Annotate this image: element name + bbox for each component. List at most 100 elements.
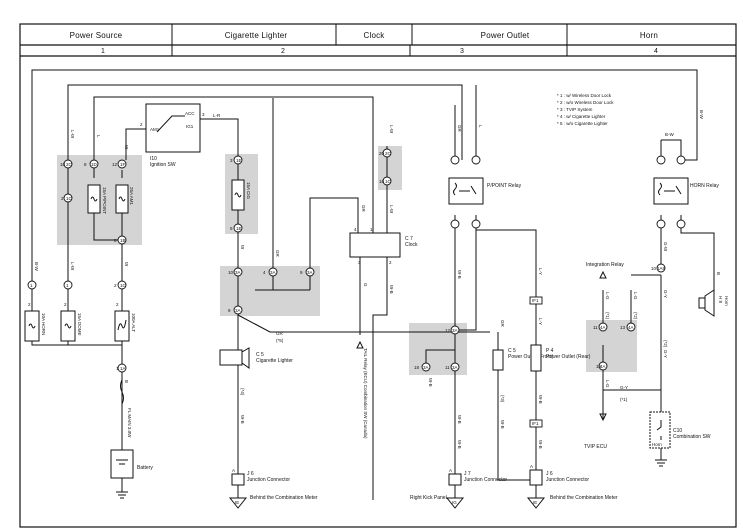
pin-number: 16 (60, 162, 66, 167)
wire-color: G-Y (663, 350, 668, 358)
pin-number: 16 (379, 179, 385, 184)
junction-connector-j7: J 7 Junction Connector IG Right Kick Pan… (410, 471, 507, 509)
wire-color: L (478, 125, 483, 128)
component-id: H 8 (718, 296, 723, 304)
fuse-label: 15A CIG (246, 182, 251, 200)
wire-color: W-B (538, 395, 543, 404)
wire-color: GR (275, 250, 280, 258)
connector-label: 2C (66, 162, 73, 167)
connector-label: 1 (66, 283, 69, 288)
connector-label: 3A (307, 270, 313, 275)
component-id: J 7 (464, 471, 471, 477)
pin-number: A (232, 468, 235, 473)
pin-number: 3 (202, 112, 205, 117)
wire-color: G (363, 283, 368, 287)
pin-number: 3 (358, 260, 361, 265)
component-id: J 6 (546, 471, 553, 477)
wire-color: L-W (389, 205, 394, 214)
marker: (*2) (633, 312, 638, 320)
pin-number: 18 (414, 365, 420, 370)
component-id: C 5 (256, 352, 264, 358)
pin-number: 2 (64, 302, 67, 307)
connector-label: 1C (120, 283, 127, 288)
connector-label: 4A (600, 364, 606, 369)
section-number: 1 (101, 48, 105, 55)
marker: (*1) (620, 397, 628, 402)
pin-number: 5 (230, 226, 233, 231)
section-title-power-source: Power Source (70, 31, 123, 40)
switch-part: Horn (652, 442, 662, 447)
pin-number: 8 (84, 162, 87, 167)
component-name: Combination SW (673, 434, 711, 440)
fuse-am1: 25A AM1 (115, 184, 134, 214)
fuse-acc: 15A P/POINT (87, 184, 107, 214)
fuse-label: 10A HORN (41, 313, 46, 335)
fuse-label: 25A AM1 (129, 187, 134, 206)
component-name: Horn (724, 296, 729, 306)
pin-number: 10 (651, 266, 657, 271)
section-number: 2 (281, 48, 285, 55)
pin-number: 4 (263, 270, 266, 275)
junction-connector-j6-right: J 6 Junction Connector IE Behind the Com… (526, 469, 618, 509)
terminal-acc: ACC (185, 111, 195, 116)
battery-label: Battery (137, 465, 153, 471)
pin-number: 1 (370, 227, 373, 232)
note: * 3 : TVIP System (557, 107, 593, 112)
wire-color: W-B (457, 415, 462, 424)
pin-number: A (449, 468, 452, 473)
component-name: Junction Connector (546, 477, 589, 483)
horn: H 8 Horn (698, 289, 729, 317)
component-name: Power Outlet (Rear) (546, 354, 591, 360)
connector-label: 1C (385, 179, 392, 184)
relay-label: P/POINT Relay (487, 183, 522, 189)
section-number: 3 (460, 48, 464, 55)
component-id: J 6 (247, 471, 254, 477)
fuse-alt: 100A ALT (114, 310, 136, 342)
wire-color: L-W (70, 262, 75, 271)
note: * 2 : w/o Wireless Door Lock (557, 100, 614, 105)
power-outlet-front: C 5 Power Outlet (Front) (492, 348, 554, 371)
pin-number: 9 (300, 270, 303, 275)
wire-color: G-Y (620, 385, 628, 390)
pin-number: 2 (114, 283, 117, 288)
reference-label: TVIP ECU (584, 444, 607, 450)
wire-labels: B-W L-W L-W L W W B L-R W GR GR (*5) (*4… (34, 110, 721, 449)
combination-switch: Horn C10 Combination SW (649, 411, 711, 467)
section-number: 4 (654, 48, 658, 55)
connector-label: 3A (235, 308, 241, 313)
fuse-horn: 10A HORN (24, 310, 46, 342)
pin-number: 10 (228, 270, 234, 275)
component-id: P 4 (546, 348, 554, 354)
ground-label: Behind the Combination Meter (550, 495, 618, 501)
ground-id: IE (235, 500, 239, 505)
fuse-main: FL MAIN 3.0W (120, 379, 132, 438)
marker: (*5) (276, 338, 284, 343)
connector-label: 3A (452, 328, 458, 333)
connector-label: 4A (600, 325, 606, 330)
wire-color: GR (276, 331, 284, 336)
pin-number: 2 (116, 302, 119, 307)
wiring (31, 69, 715, 500)
connector-label: IF1 (532, 298, 539, 303)
wire-color: G-Y (663, 290, 668, 298)
connector-label: 1C (66, 196, 73, 201)
note: * 5 : w/o Cigarette Lighter (557, 121, 608, 126)
pin-number: 4 (354, 227, 357, 232)
connectors: 2C 1D 1F 1C 1B 1 1 1C 1A 1E 1E 3A 3A 3A … (27, 148, 686, 428)
section-title-clock: Clock (363, 31, 385, 40)
wire-color: B (124, 380, 129, 383)
terminal-ig1: IG1 (186, 124, 194, 129)
connector-label: 3A (235, 270, 241, 275)
tail-relay-reference: TAIL Relay (ECU) Combination SW (Canada) (356, 340, 368, 439)
marker: (*4) (240, 388, 245, 396)
pin-number: 12 (596, 364, 602, 369)
wire-color: W-B (457, 440, 462, 449)
ground-id: IG (452, 500, 457, 505)
wire-color: L-G (633, 292, 638, 300)
connector-label: 3A (452, 365, 458, 370)
relay-label: HORN Relay (690, 183, 719, 189)
wire-color: L-W (70, 130, 75, 139)
ground-id: IE (533, 500, 537, 505)
wire-color: L-Y (538, 318, 543, 325)
